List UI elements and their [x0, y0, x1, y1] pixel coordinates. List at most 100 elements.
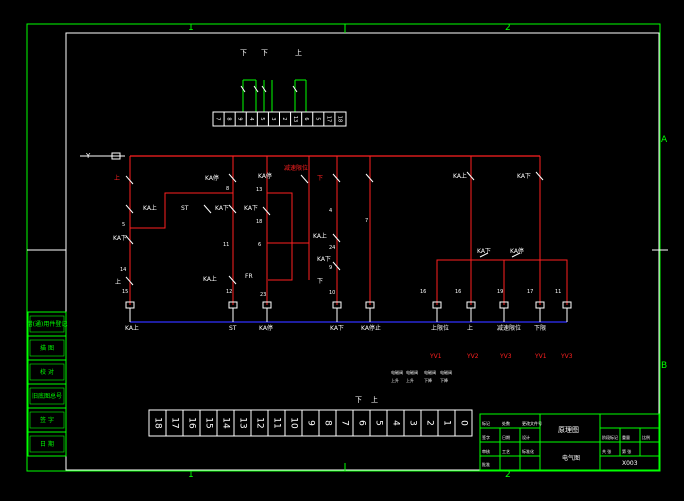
ka-up-2: KA上: [203, 275, 217, 283]
wire-number: 15: [122, 289, 128, 295]
wire-number: 16: [455, 289, 461, 295]
wire-number: 8: [226, 186, 229, 192]
up-lamp: 上: [115, 278, 121, 286]
top-cell: 17: [325, 116, 331, 122]
title-block: 原理图 电气图 X003 标记处数更改文件号签字日期设计审核工艺标准化批准阶段标…: [479, 413, 660, 471]
bottom-cell: 16: [187, 417, 197, 429]
ka-up-4: KA上: [453, 172, 467, 180]
small-4: 电磁阀: [440, 369, 452, 375]
title-block-label: 标记: [482, 420, 490, 426]
left-table-row: 日 期: [40, 440, 54, 448]
small-8: 下降: [440, 377, 448, 383]
top-label-2: 下: [261, 49, 268, 57]
inner-frame: [65, 32, 660, 471]
wire-number: 7: [365, 218, 368, 224]
zone-right-a: A: [661, 135, 668, 145]
yv1-b: YV1: [534, 353, 547, 360]
ka-down-1: KA下: [113, 235, 127, 242]
ka-down-4: KA下: [317, 256, 331, 263]
zone-top-2: 2: [505, 23, 511, 33]
wire-number: 6: [258, 242, 261, 248]
bottom-cell: 17: [170, 417, 180, 428]
zone-bottom-2: 2: [505, 470, 511, 480]
bottom-cell: 11: [272, 417, 282, 428]
coil-ka-stopping: KA停止: [361, 324, 381, 332]
bottom-cell: 7: [340, 420, 350, 426]
bottom-cell: 4: [391, 420, 401, 426]
top-cell: 5: [314, 117, 320, 120]
left-table-row: 签 字: [40, 416, 54, 424]
top-cell: 13: [292, 116, 298, 122]
bottom-cell: 14: [221, 417, 231, 429]
ka-red-1: 减速限位: [284, 164, 308, 172]
wire-number: 23: [260, 292, 266, 298]
top-label-3: 上: [295, 48, 302, 57]
bottom-cell: 3: [408, 420, 418, 426]
left-table-row: 借(通)用件登记: [27, 320, 68, 328]
small-6: 上升: [406, 377, 414, 383]
wire-number: 24: [329, 245, 335, 251]
ka-down-6: KA下: [477, 248, 491, 255]
bottom-label-up: 上: [371, 395, 378, 404]
coil-up-limit: 上限位: [431, 324, 449, 332]
title-block-label: 处数: [502, 420, 510, 426]
bottom-cell: 6: [357, 420, 367, 426]
bottom-cell: 15: [204, 417, 214, 428]
up-label: 上: [114, 174, 120, 182]
title-block-label: 标准化: [522, 448, 534, 454]
title-block-label: 工艺: [502, 449, 510, 454]
coil-ka-stop: KA停: [259, 324, 273, 332]
coil-up: 上: [467, 324, 473, 332]
left-table-row: 校 对: [40, 368, 54, 376]
wire-number: 5: [122, 222, 125, 228]
title-code: X003: [622, 460, 638, 467]
yv2: YV2: [466, 353, 479, 360]
coil-ka-down: KA下: [330, 325, 344, 332]
yv3-b: YV3: [560, 353, 573, 360]
coil-ka-up: KA上: [125, 324, 139, 332]
top-cell: 5: [259, 117, 265, 120]
title-block-label: 批准: [482, 461, 490, 467]
coil-decel-limit: 减速限位: [497, 324, 521, 332]
bottom-cell: 0: [459, 420, 469, 426]
zone-right-b: B: [661, 361, 667, 371]
small-2: 电磁阀: [406, 369, 418, 375]
small-5: 上升: [391, 377, 399, 383]
small-7: 下降: [424, 377, 432, 383]
down-lamp: 下: [317, 278, 323, 285]
outer-frame: [26, 23, 661, 472]
wire-number: 11: [555, 289, 561, 295]
bottom-cell: 8: [323, 420, 333, 426]
title-block-label: 共 张: [602, 448, 611, 454]
top-label-1: 下: [240, 49, 247, 57]
top-cell: 4: [248, 117, 254, 120]
rungs: [129, 156, 568, 305]
top-cell: 6: [303, 117, 309, 120]
title-block-label: 更改文件号: [522, 420, 542, 426]
title-block-label: 签字: [482, 434, 490, 440]
title-block-label: 审核: [482, 448, 490, 454]
bottom-cell: 1: [442, 420, 452, 426]
title-block-label: 设计: [522, 434, 530, 440]
wire-number: 19: [497, 289, 503, 295]
yv1-a: YV1: [429, 353, 442, 360]
zone-top-1: 1: [188, 23, 194, 33]
bottom-cell: 2: [425, 420, 435, 426]
wire-number: 9: [329, 265, 332, 271]
bottom-cell: 13: [238, 417, 248, 428]
wire-number: 13: [256, 187, 262, 193]
down-red: 下: [317, 175, 323, 182]
small-3: 电磁阀: [424, 369, 436, 375]
top-cell: 3: [270, 117, 276, 120]
top-cell: 2: [281, 117, 287, 120]
zone-bottom-1: 1: [188, 470, 194, 480]
title-drawing: 电气图: [562, 454, 580, 462]
yv3-a: YV3: [499, 353, 512, 360]
wire-number: 17: [527, 289, 533, 295]
main-switch-label: Y: [85, 152, 91, 160]
coil-st: ST: [229, 325, 237, 332]
bottom-label-down: 下: [355, 396, 362, 404]
